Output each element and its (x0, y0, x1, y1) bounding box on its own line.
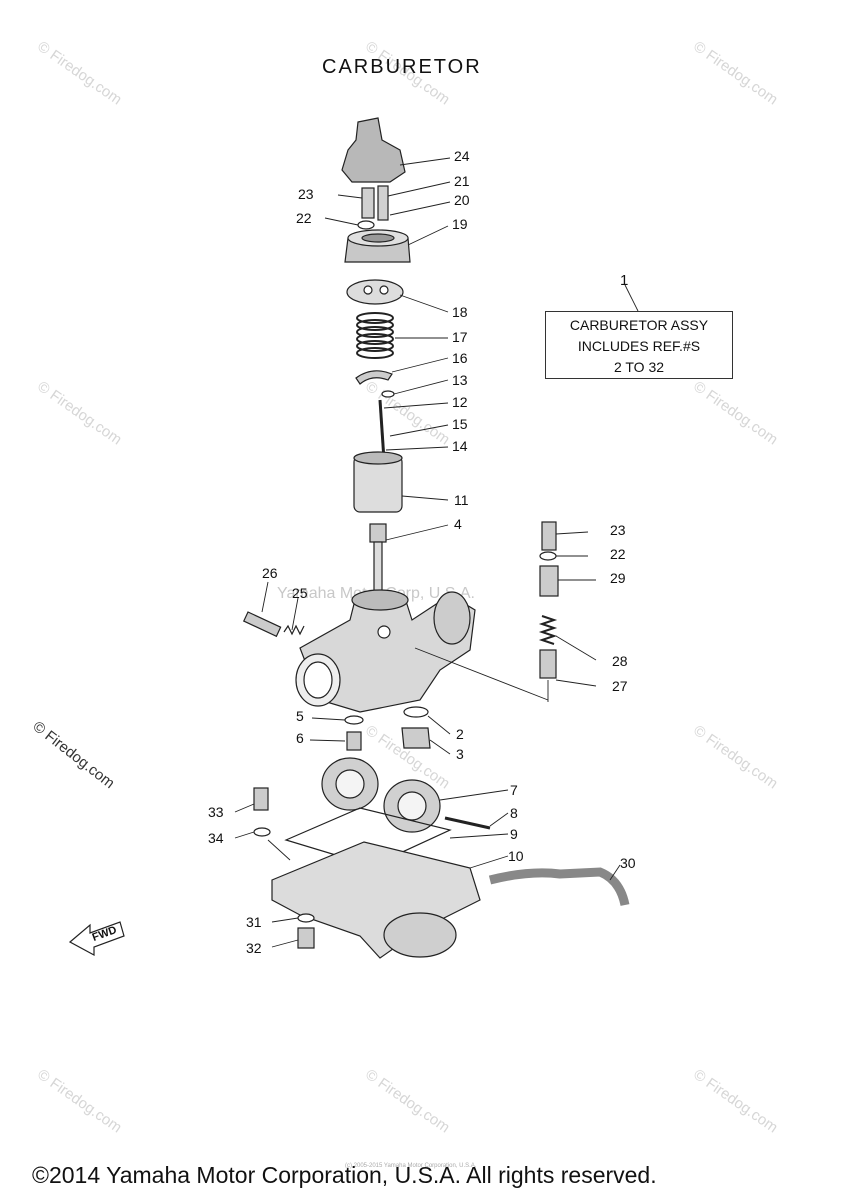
callout-31: 31 (246, 914, 262, 930)
page-title: CARBURETOR (322, 56, 482, 78)
callout-27: 27 (612, 678, 628, 694)
assembly-note-line: CARBURETOR ASSY (569, 317, 709, 333)
callout-25: 25 (292, 585, 308, 601)
callout-17: 17 (452, 329, 468, 345)
callout-7: 7 (510, 782, 518, 798)
callout-12: 12 (452, 394, 468, 410)
callout-33: 33 (208, 804, 224, 820)
callout-11: 11 (454, 492, 469, 508)
callout-23-right: 23 (610, 522, 626, 538)
callout-30: 30 (620, 855, 636, 871)
callout-16: 16 (452, 350, 468, 366)
callout-22-right: 22 (610, 546, 626, 562)
callout-2: 2 (456, 726, 464, 742)
callout-13: 13 (452, 372, 468, 388)
assembly-note-line: 2 TO 32 (613, 359, 665, 375)
callout-4: 4 (454, 516, 462, 532)
callout-10: 10 (508, 848, 524, 864)
callout-34: 34 (208, 830, 224, 846)
callout-26: 26 (262, 565, 278, 581)
callout-3: 3 (456, 746, 464, 762)
callout-15: 15 (452, 416, 468, 432)
callout-22: 22 (296, 210, 312, 226)
callout-32: 32 (246, 940, 262, 956)
copyright-footer: ©2014 Yamaha Motor Corporation, U.S.A. A… (32, 1162, 657, 1188)
callout-29: 29 (610, 570, 626, 586)
callout-18: 18 (452, 304, 468, 320)
callout-23: 23 (298, 186, 314, 202)
callout-5: 5 (296, 708, 304, 724)
assembly-note-line: INCLUDES REF.#S (577, 338, 701, 354)
callout-8: 8 (510, 805, 518, 821)
callout-14: 14 (452, 438, 468, 454)
callout-28: 28 (612, 653, 628, 669)
callout-6: 6 (296, 730, 304, 746)
callout-20: 20 (454, 192, 470, 208)
callout-21: 21 (454, 173, 470, 189)
assembly-ref-number: 1 (620, 272, 629, 289)
assembly-note-box: CARBURETOR ASSY INCLUDES REF.#S 2 TO 32 (545, 311, 733, 379)
callout-24: 24 (454, 148, 470, 164)
callout-19: 19 (452, 216, 468, 232)
callout-9: 9 (510, 826, 518, 842)
tiny-footer: (c) 2005-2015 Yamaha Motor Corporation, … (345, 1163, 477, 1169)
